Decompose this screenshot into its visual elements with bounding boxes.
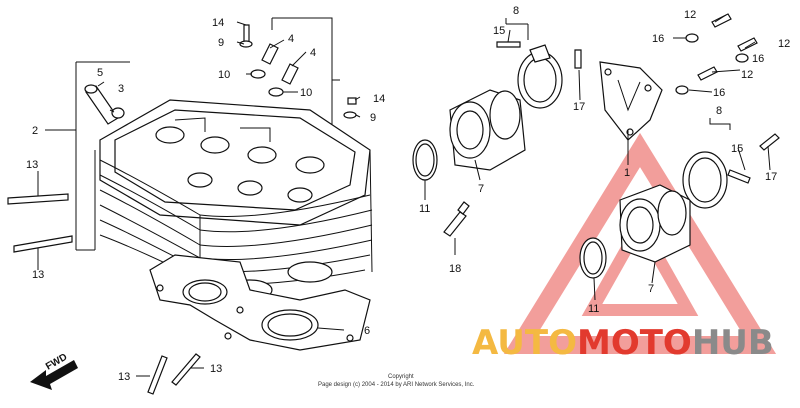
callout-14a: 14 (212, 17, 224, 29)
callout-13c: 13 (118, 371, 130, 383)
callout-4a: 4 (288, 33, 294, 45)
callout-17b: 17 (765, 171, 777, 183)
callout-16b: 16 (752, 53, 764, 65)
callout-13a: 13 (26, 159, 38, 171)
callout-8b: 8 (716, 105, 722, 117)
callout-7a: 7 (478, 183, 484, 195)
callout-5: 5 (97, 67, 103, 79)
fwd-arrow: FWD (30, 352, 78, 390)
callout-9a: 9 (218, 37, 224, 49)
callout-13d: 13 (210, 363, 222, 375)
heat-shield-plate (599, 61, 663, 141)
callout-16a: 16 (652, 33, 664, 45)
watermark-auto: AUTO (472, 323, 577, 363)
watermark-hub: HUB (691, 323, 774, 363)
callout-10b: 10 (300, 87, 312, 99)
callout-2: 2 (32, 125, 38, 137)
valve-guide (84, 84, 125, 125)
watermark-logo: AUTOMOTOHUB (472, 326, 774, 360)
callout-1: 1 (624, 167, 630, 179)
intake-manifold-upper (412, 44, 563, 181)
callout-14b: 14 (373, 93, 385, 105)
manifold-bolts (443, 13, 780, 237)
callout-7b: 7 (648, 283, 654, 295)
cylinder-head (75, 17, 373, 351)
callout-13b: 13 (32, 269, 44, 281)
watermark-triangle (503, 132, 777, 354)
callout-4b: 4 (310, 47, 316, 59)
callout-15a: 15 (493, 25, 505, 37)
callout-12a: 12 (684, 9, 696, 21)
callout-6: 6 (364, 325, 370, 337)
copyright-line2: Page design (c) 2004 - 2014 by ARI Netwo… (318, 382, 475, 388)
callout-18: 18 (449, 263, 461, 275)
callout-11b: 11 (588, 303, 599, 315)
callout-17a: 17 (573, 101, 585, 113)
callout-11a: 11 (419, 203, 430, 215)
callout-8a: 8 (513, 5, 519, 17)
callout-10a: 10 (218, 69, 230, 81)
intake-manifold-lower (579, 151, 728, 279)
callout-15b: 15 (731, 143, 743, 155)
callout-12c: 12 (741, 69, 753, 81)
copyright-line1: Copyright (388, 374, 414, 380)
watermark-moto: MOTO (576, 323, 692, 363)
leader-lines (37, 14, 771, 377)
callout-12b: 12 (778, 38, 790, 50)
callout-3: 3 (118, 83, 124, 95)
cover-bolts (239, 24, 357, 119)
callout-16c: 16 (713, 87, 725, 99)
stud-bolts-left (7, 193, 201, 395)
callout-9b: 9 (370, 112, 376, 124)
callout-labels: 2 5 3 14 9 4 4 10 10 14 9 13 13 6 13 13 … (26, 5, 790, 383)
